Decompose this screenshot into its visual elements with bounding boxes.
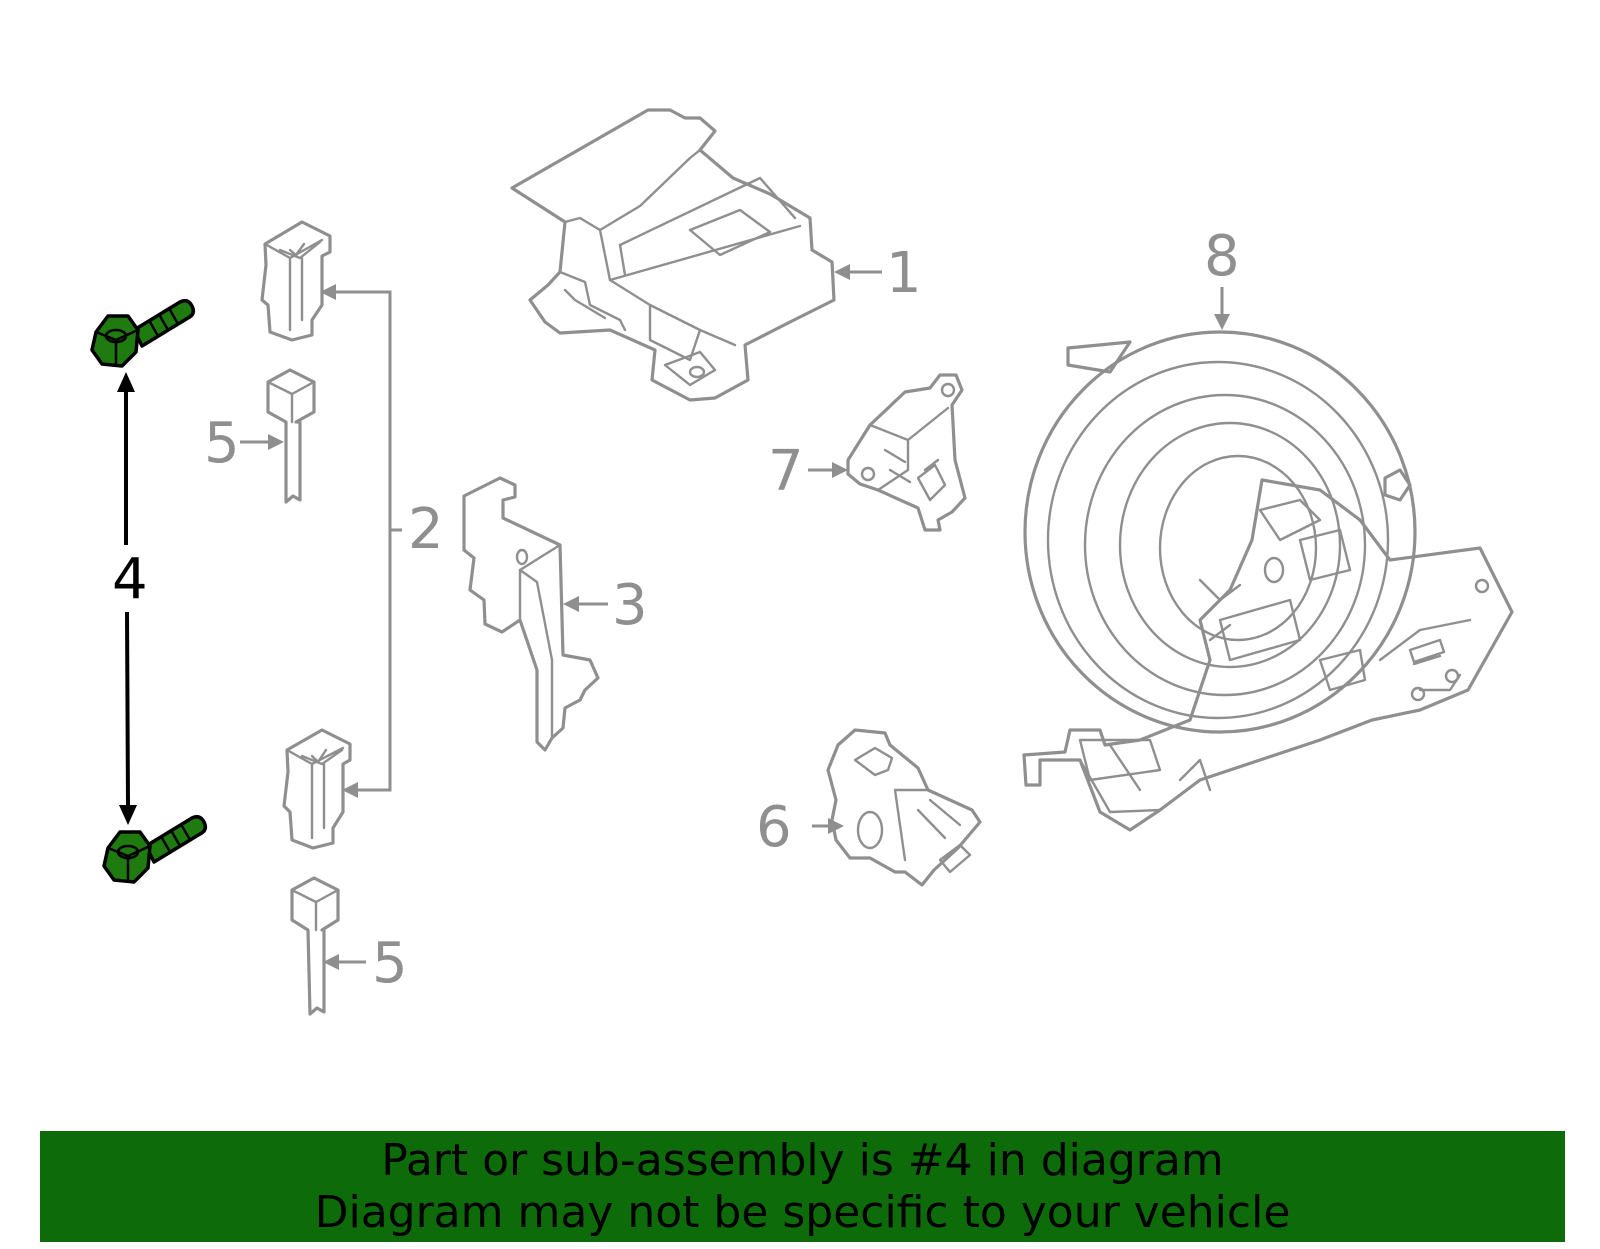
part-8-clock-spring (1022, 330, 1514, 832)
part-4-leader (117, 372, 137, 825)
part-4-bolt-lower (102, 814, 208, 884)
callout-8: 8 (1204, 224, 1240, 289)
leader-lines (240, 264, 1230, 970)
part-7-impact-sensor (846, 373, 967, 532)
callout-2: 2 (408, 497, 444, 562)
banner-line-2: Diagram may not be specific to your vehi… (314, 1186, 1291, 1238)
callout-1: 1 (886, 241, 922, 306)
callout-5-lower: 5 (372, 931, 408, 996)
part-1-control-module (510, 108, 836, 402)
callout-3: 3 (612, 573, 648, 638)
banner-line-1: Part or sub-assembly is #4 in diagram (381, 1134, 1224, 1186)
callout-6: 6 (756, 795, 792, 860)
part-2-sensor-housing-upper (260, 220, 332, 342)
info-banner: Part or sub-assembly is #4 in diagram Di… (40, 1131, 1565, 1242)
part-5-sensor-plug-upper (266, 368, 316, 504)
part-2-sensor-housing-lower (282, 728, 352, 850)
part-6-impact-sensor (826, 728, 982, 887)
callout-7: 7 (768, 439, 804, 504)
callout-4: 4 (112, 547, 148, 612)
callout-5-upper: 5 (204, 411, 240, 476)
part-4-bolt-upper (90, 298, 196, 368)
part-5-sensor-plug-lower (290, 876, 340, 1016)
part-3-bracket (462, 476, 600, 752)
callout-labels: 1 2 3 4 5 5 6 7 8 (112, 224, 1240, 996)
